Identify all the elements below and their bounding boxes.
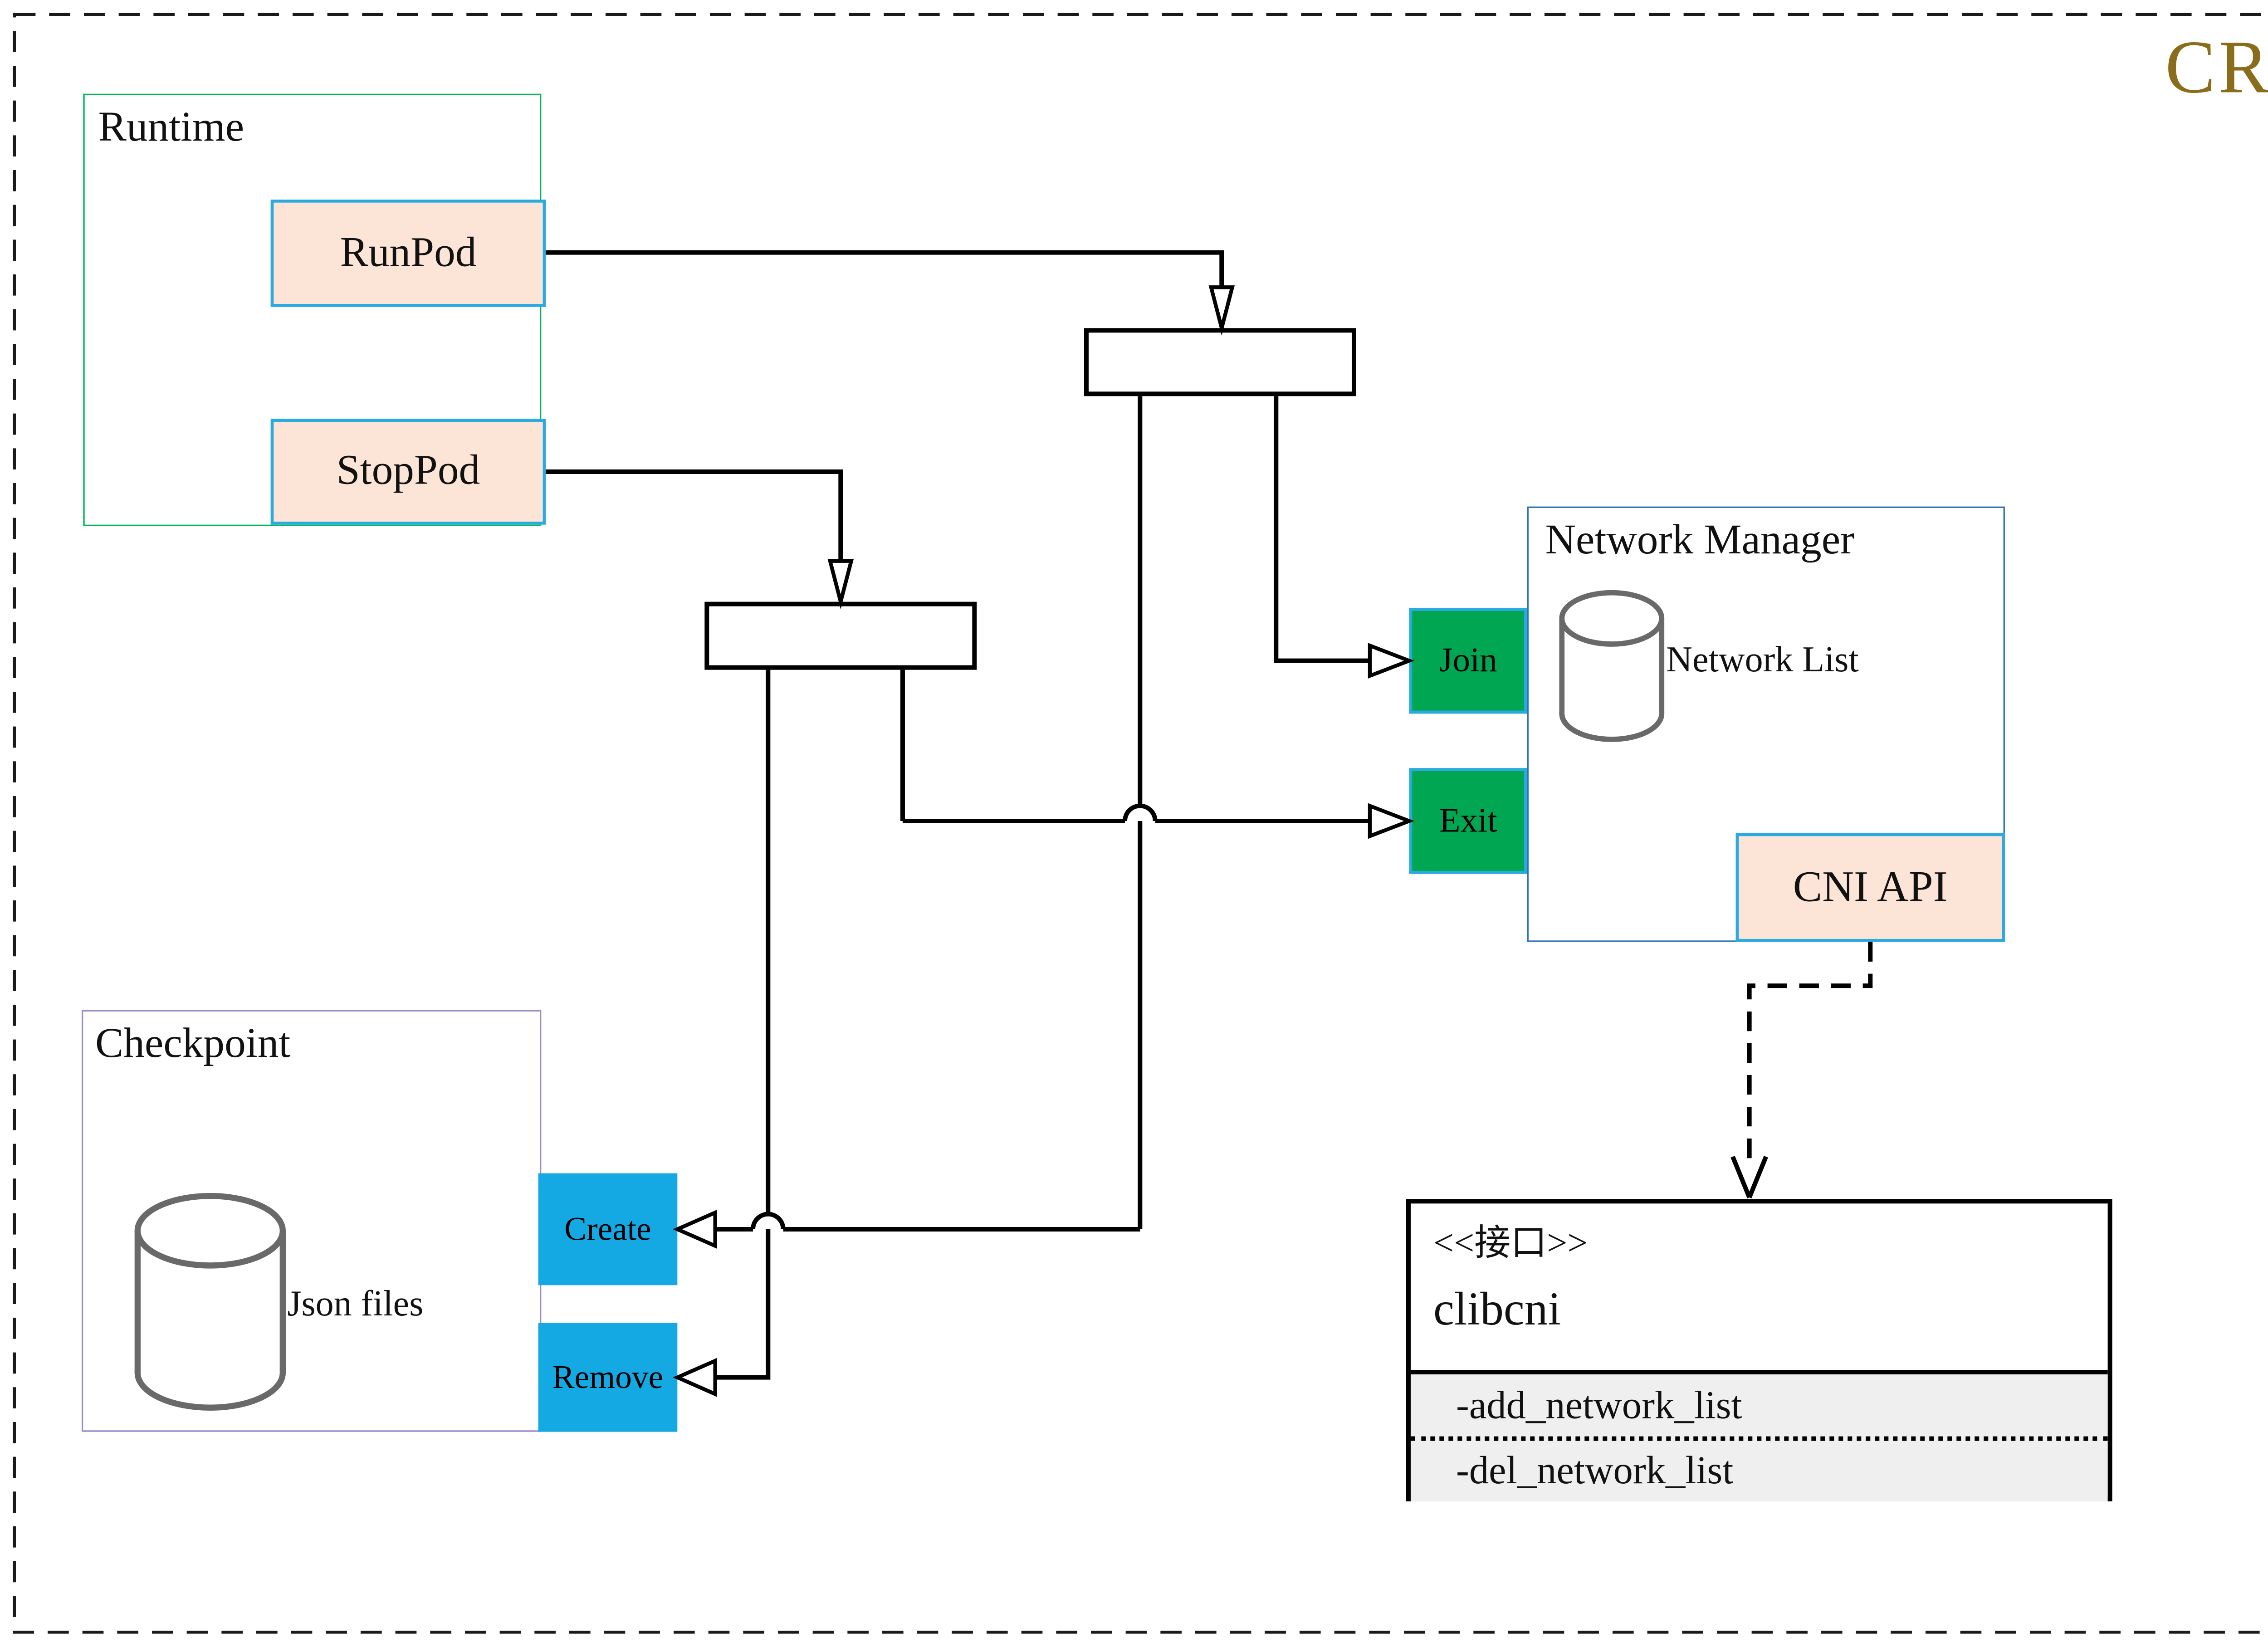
junction-to-remove-line bbox=[715, 670, 771, 1380]
runtime-title: Runtime bbox=[98, 104, 244, 152]
arrowhead-left-remove-icon bbox=[672, 1358, 717, 1397]
join-label: Join bbox=[1439, 641, 1497, 679]
exit-node: Exit bbox=[1409, 768, 1527, 874]
open-v-arrowhead-down-icon bbox=[1730, 1156, 1768, 1198]
create-node: Create bbox=[538, 1173, 678, 1285]
checkpoint-box: Checkpoint bbox=[81, 1010, 542, 1432]
network-manager-title: Network Manager bbox=[1545, 517, 1855, 564]
remove-node: Remove bbox=[538, 1323, 678, 1432]
exit-line-hop bbox=[1122, 803, 1158, 821]
create-label: Create bbox=[564, 1209, 651, 1247]
create-line-hop bbox=[750, 1212, 786, 1230]
runpod-to-junction-line bbox=[546, 250, 1224, 288]
exit-label: Exit bbox=[1439, 801, 1497, 839]
clibcni-stereotype: <<接口>> bbox=[1433, 1224, 1588, 1264]
arrowhead-left-create-icon bbox=[672, 1209, 717, 1249]
arrowhead-down-junction1-icon bbox=[1208, 285, 1235, 336]
cni-api-label: CNI API bbox=[1793, 862, 1948, 911]
runpod-label: RunPod bbox=[340, 229, 477, 276]
cni-api-node: CNI API bbox=[1735, 833, 2005, 942]
arrowhead-right-exit-icon bbox=[1368, 803, 1415, 839]
clibcni-method-del: -del_network_list bbox=[1456, 1448, 1734, 1492]
remove-label: Remove bbox=[552, 1358, 664, 1396]
arrowheads bbox=[672, 285, 1415, 1397]
json-files-label: Json files bbox=[287, 1285, 424, 1324]
arrowhead-down-junction2-icon bbox=[827, 559, 854, 610]
network-list-label: Network List bbox=[1666, 641, 1859, 680]
cni-to-clibcni-dashed-line bbox=[1747, 942, 1873, 1164]
join-node: Join bbox=[1409, 607, 1527, 714]
cri-badge: CRI bbox=[2165, 24, 2268, 109]
clibcni-class-box: <<接口>> clibcni -add_network_list -del_ne… bbox=[1406, 1199, 2112, 1501]
junction-to-join-line bbox=[1274, 396, 1370, 663]
stoppod-node: StopPod bbox=[270, 419, 546, 525]
junction-box-runpod bbox=[1084, 328, 1356, 396]
junction-box-stoppod bbox=[704, 601, 977, 670]
clibcni-name: clibcni bbox=[1433, 1282, 1561, 1335]
runpod-node: RunPod bbox=[270, 199, 546, 307]
clibcni-methods-compartment: -add_network_list -del_network_list bbox=[1410, 1369, 2108, 1501]
checkpoint-title: Checkpoint bbox=[95, 1020, 291, 1068]
stoppod-label: StopPod bbox=[336, 447, 480, 494]
clibcni-method-add: -add_network_list bbox=[1410, 1374, 2108, 1441]
stoppod-to-junction-line bbox=[546, 469, 843, 561]
arrowhead-right-join-icon bbox=[1368, 643, 1415, 679]
